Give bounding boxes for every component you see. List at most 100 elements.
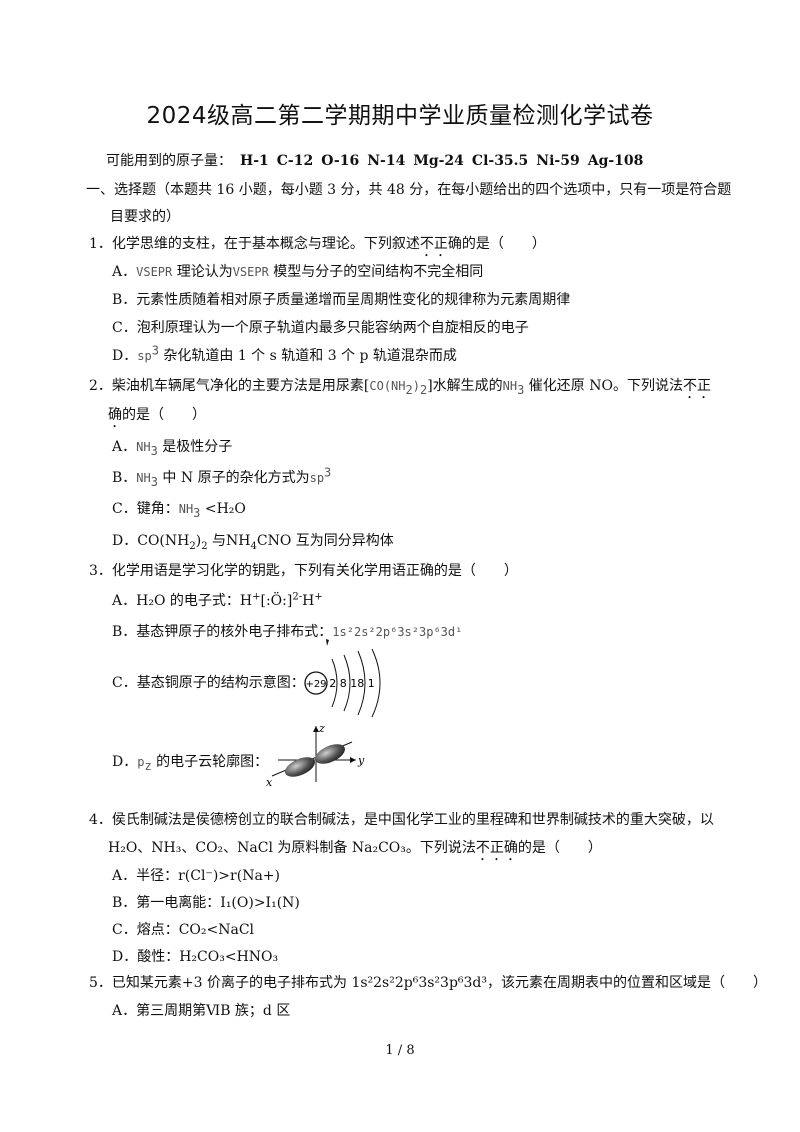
q4-stem-end: 的是（ ） — [517, 840, 602, 856]
q3-stem: 3．化学用语是学习化学的钥匙，下列有关化学用语正确的是（ ） — [89, 563, 518, 579]
q1-option-a: A．VSEPR 理论认为VSEPR 模型与分子的空间结构不完全相同 — [112, 262, 483, 282]
option-text: H — [302, 593, 315, 609]
mass-ni: Ni-59 — [536, 153, 580, 169]
q1-option-c: C．泡利原理认为一个原子轨道内最多只能容纳两个自旋相反的电子 — [112, 320, 529, 336]
q2-option-c: C．键角：NH3 <H₂O — [112, 499, 246, 519]
page-number: 1 / 8 — [385, 1043, 415, 1058]
option-text: 模型与分子的空间结构不完全相同 — [268, 264, 484, 280]
option-letter: A． — [112, 264, 137, 280]
mark-dot — [326, 639, 329, 646]
formula-nh3: NH — [136, 440, 151, 454]
formula-sub: 2 — [419, 382, 428, 397]
axis-label-x: x — [266, 776, 273, 789]
formula-paren: ) — [412, 379, 420, 393]
shell-arc-3 — [357, 650, 366, 716]
shell-arc-1 — [331, 658, 338, 708]
mass-c: C-12 — [276, 153, 314, 169]
atomic-masses-label: 可能用到的原子量： — [106, 153, 232, 169]
formula-nh3: NH — [178, 502, 194, 516]
q4-option-b: B．第一电离能：I₁(O)>I₁(N) — [112, 895, 300, 911]
shell-electrons: 2 8 18 1 — [329, 677, 374, 690]
option-text: 理论认为 — [172, 264, 233, 280]
formula-h2o: H₂O — [216, 501, 246, 517]
q4-stem-text: H₂O、NH₃、CO₂、NaCl 为原料制备 Na₂CO₃。下列说法 — [108, 840, 476, 856]
mass-cl: Cl-35.5 — [471, 153, 529, 169]
shell-arc-4 — [371, 648, 381, 718]
axis-label-z: z — [318, 722, 325, 735]
y-arrow — [350, 757, 356, 763]
formula-sub: 3 — [517, 382, 525, 397]
q5-option-a: A．第三周期第ⅥB 族；d 区 — [112, 1003, 291, 1019]
mass-mg: Mg-24 — [413, 153, 464, 169]
formula-sub: 2 — [405, 382, 413, 397]
mass-ag: Ag-108 — [587, 153, 644, 169]
q2-emphasis-cont: 确 — [108, 407, 122, 423]
shell-arc-2 — [343, 654, 351, 712]
formula-sup: 3 — [151, 343, 159, 358]
q2-option-d: D．CO(NH2)2 与NH4CNO 互为同分异构体 — [112, 531, 394, 551]
formula-paren: ) — [195, 533, 202, 549]
option-text: < — [200, 501, 217, 517]
formula-h2o: H₂O — [136, 593, 166, 609]
nucleus-circle — [304, 671, 328, 695]
formula-sub: 4 — [250, 540, 257, 552]
q1-option-d: D．sp3 杂化轨道由 1 个 s 轨道和 3 个 p 轨道混杂而成 — [112, 343, 457, 366]
charge-sup: + — [314, 591, 323, 603]
q2-option-a: A．NH3 是极性分子 — [112, 437, 232, 457]
q2-emphasis: 不正 — [683, 378, 711, 394]
option-text: 是极性分子 — [157, 439, 233, 455]
option-text: B．基态钾原子的核外电子排布式： — [112, 624, 333, 640]
formula-k-config: 1s²2s²2p⁶3s²3p⁶3d¹ — [332, 625, 463, 639]
q4-stem-cont: H₂O、NH₃、CO₂、NaCl 为原料制备 Na₂CO₃。下列说法不正确的是（… — [108, 838, 602, 864]
nucleus-charge: +29 — [305, 679, 326, 690]
option-text: 杂化轨道由 1 个 s 轨道和 3 个 p 轨道混杂而成 — [158, 348, 457, 364]
q2-stem-text: ]水解生成的 — [427, 378, 503, 394]
formula-sub: z — [144, 758, 152, 773]
option-text: 的电子式：H — [165, 593, 253, 609]
z-arrow — [313, 726, 319, 732]
q2-stem-text: 催化还原 NO。下列说法 — [524, 378, 683, 394]
formula-sub: 2 — [189, 540, 196, 552]
formula-sp3: sp — [137, 349, 152, 363]
orbital-lobe-2 — [315, 744, 345, 764]
formula-sp3: sp — [309, 471, 325, 485]
formula-nh4cno: NH — [226, 533, 251, 549]
option-letter: C．键角： — [112, 501, 179, 517]
q1-emphasis: 不正 — [419, 236, 448, 252]
formula-nh4cno: CNO — [256, 533, 292, 549]
electron-dot-oxygen: [:Ö:] — [260, 593, 293, 609]
charge-sup: + — [252, 591, 261, 603]
option-letter: A． — [112, 593, 137, 609]
formula-sub: 3 — [150, 474, 158, 489]
formula-urea: CO(NH — [369, 379, 406, 393]
q2-stem-end: 的是（ ） — [122, 407, 206, 423]
option-text: 与 — [207, 533, 227, 549]
option-letter: D． — [112, 533, 138, 549]
q5-stem: 5．已知某元素+3 价离子的电子排布式为 1s²2s²2p⁶3s²3p⁶3d³，… — [89, 975, 767, 991]
q1-stem: 1．化学思维的支柱，在于基本概念与理论。下列叙述不正确的是（ ） — [89, 234, 546, 260]
option-letter: B． — [112, 470, 137, 486]
section-heading-cont: 目要求的） — [110, 209, 180, 225]
formula-sup: 3 — [324, 465, 332, 480]
q1-option-b: B．元素性质随着相对原子质量递增而呈周期性变化的规律称为元素周期律 — [112, 292, 571, 308]
option-text: 互为同分异构体 — [291, 533, 394, 549]
pz-orbital-diagram: z y x — [266, 722, 365, 789]
q3-option-a: A．H₂O 的电子式：H+[:Ö:]2-H+ — [112, 591, 323, 611]
copper-structure-diagram: +29 2 8 18 1 — [304, 648, 381, 718]
formula-sub: 2 — [201, 540, 208, 552]
option-text: 的电子云轮廓图： — [151, 754, 269, 770]
mass-o: O-16 — [321, 153, 360, 169]
q2-stem-text: 2．柴油机车辆尾气净化的主要方法是用尿素[ — [89, 378, 370, 394]
q2-stem: 2．柴油机车辆尾气净化的主要方法是用尿素[CO(NH2)2]水解生成的NH3 催… — [89, 376, 711, 402]
q3-option-c: C．基态铜原子的结构示意图： — [112, 673, 305, 693]
option-text: C．基态铜原子的结构示意图： — [112, 675, 305, 691]
mass-h: H-1 — [240, 153, 269, 169]
option-letter: D． — [112, 754, 138, 770]
option-letter: A． — [112, 439, 137, 455]
formula-nh3: NH — [502, 379, 518, 393]
option-text: 中 N 原子的杂化方式为 — [157, 470, 310, 486]
q3-option-d: D．pz 的电子云轮廓图： — [112, 752, 268, 772]
formula-sub: 3 — [150, 443, 158, 458]
formula-sub: 3 — [193, 505, 201, 520]
